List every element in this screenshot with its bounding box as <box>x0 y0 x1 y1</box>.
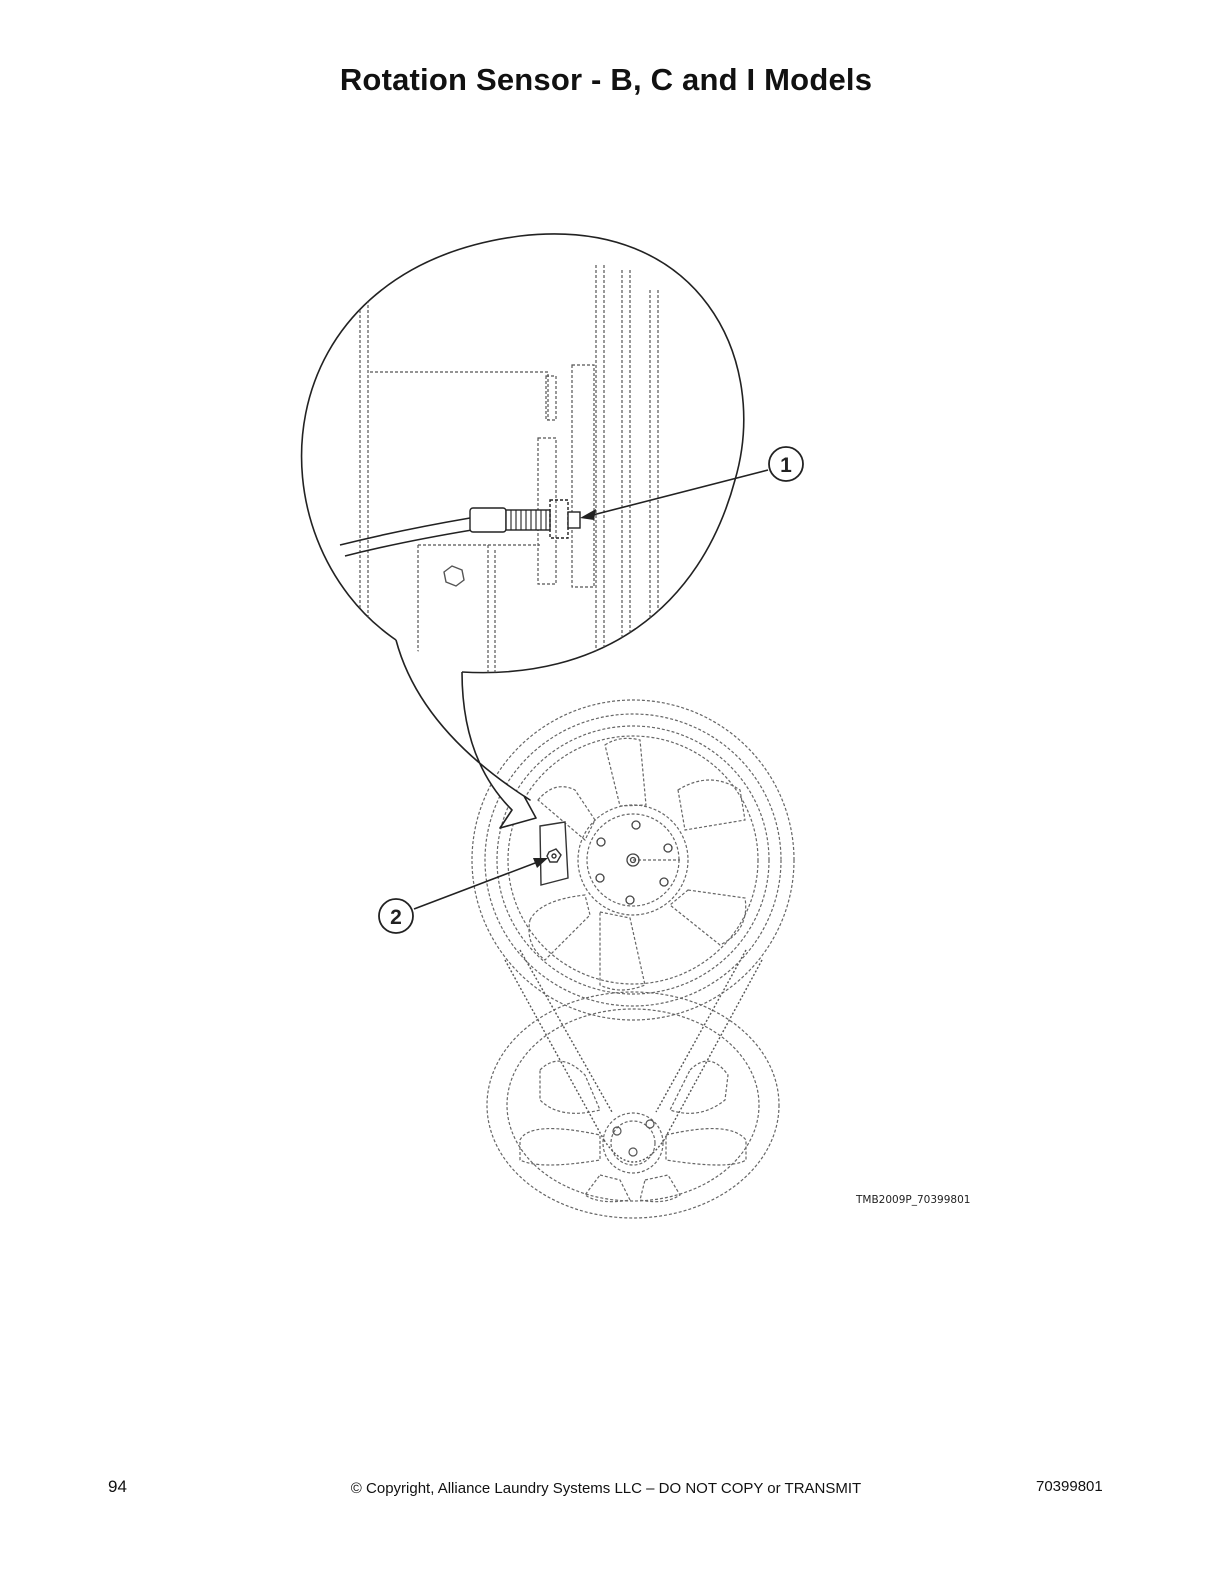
sensor-bracket <box>539 821 569 886</box>
upper-hub-bolts <box>595 820 673 905</box>
magnified-detail <box>300 233 745 829</box>
lower-pulley <box>486 991 780 1219</box>
copyright-notice: © Copyright, Alliance Laundry Systems LL… <box>350 1480 862 1497</box>
callout-2-number: 2 <box>390 906 402 929</box>
page-title: Rotation Sensor - B, C and I Models <box>339 62 873 97</box>
callout-1: 1 <box>580 446 804 520</box>
figure-id: TMB2009P_70399801 <box>856 1194 971 1206</box>
page-number: 94 <box>108 1477 127 1496</box>
magnifier-pointer <box>395 639 537 829</box>
callout-1-number: 1 <box>780 454 792 477</box>
callout-2: 2 <box>378 858 548 934</box>
lower-hub-bolts <box>612 1119 655 1157</box>
document-number: 70399801 <box>1036 1478 1103 1495</box>
upper-pulley <box>471 699 795 1021</box>
drive-belt <box>504 949 763 1163</box>
rotation-sensor <box>339 499 581 557</box>
